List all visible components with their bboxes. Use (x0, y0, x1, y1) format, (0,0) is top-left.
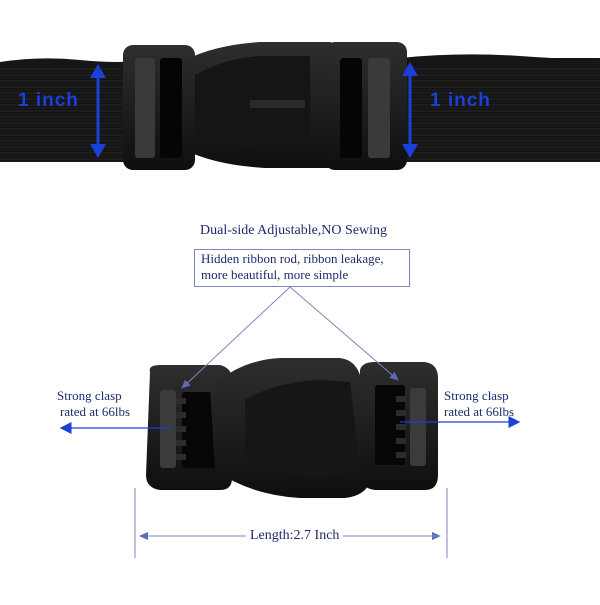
callout-text-line2: more beautiful, more simple (201, 267, 349, 282)
callout-pointers (181, 286, 399, 389)
strap-width-label-left: 1 inch (18, 90, 79, 111)
buckle-closeup (146, 358, 438, 498)
strap-assembly (0, 42, 600, 170)
callout-text-line1: Hidden ribbon rod, ribbon leakage, (201, 251, 384, 266)
buckle-left-ladder (123, 45, 195, 170)
callout-box (194, 249, 410, 287)
strap-right (400, 58, 600, 162)
left-rating-line1: Strong clasp (57, 388, 122, 403)
right-rating-line2: rated at 66lbs (444, 404, 515, 419)
right-rating-line1: Strong clasp (444, 388, 509, 403)
strap-width-label-right: 1 inch (430, 90, 491, 111)
width-arrow-left (90, 64, 106, 158)
buckle-center (185, 42, 345, 168)
length-dimension (134, 488, 448, 558)
left-rating-line2: rated at 66lbs (60, 404, 131, 419)
buckle-right-ladder (325, 42, 407, 170)
length-label: Length:2.7 Inch (246, 528, 344, 544)
feature-title: Dual-side Adjustable,NO Sewing (200, 223, 388, 238)
width-arrow-right (402, 62, 418, 158)
pull-arrows (59, 416, 521, 434)
